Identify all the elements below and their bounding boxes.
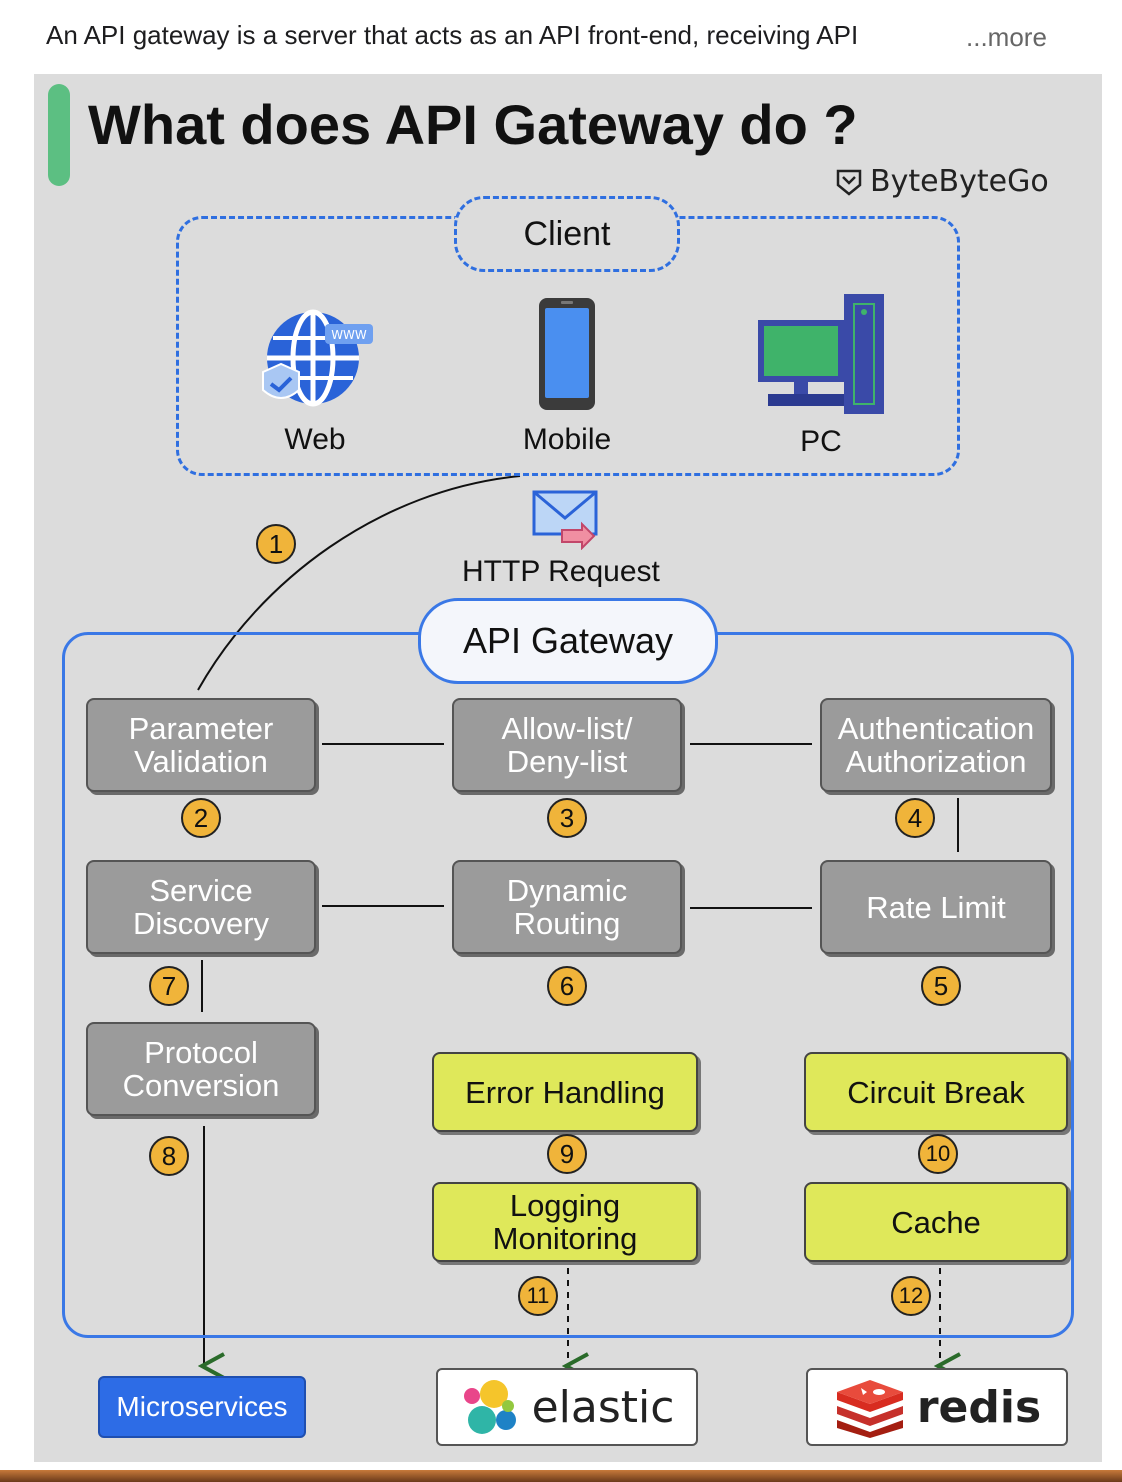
step-parameter-validation: Parameter Validation bbox=[86, 698, 316, 792]
step-rate-limit: Rate Limit bbox=[820, 860, 1052, 954]
elastic-name: elastic bbox=[531, 1381, 675, 1433]
step-error-handling: Error Handling bbox=[432, 1052, 698, 1132]
client-mobile-label: Mobile bbox=[522, 423, 612, 456]
more-link[interactable]: ...more bbox=[966, 22, 1047, 52]
svg-text:WWW: WWW bbox=[331, 328, 367, 342]
step-circuit-break: Circuit Break bbox=[804, 1052, 1068, 1132]
badge-10: 10 bbox=[918, 1134, 958, 1174]
client-label: Client bbox=[454, 196, 680, 272]
badge-1: 1 bbox=[256, 524, 296, 564]
step-allow-deny-list: Allow-list/ Deny-list bbox=[452, 698, 682, 792]
brand-logo: ByteByteGo bbox=[834, 164, 1049, 199]
badge-2: 2 bbox=[181, 798, 221, 838]
globe-icon: WWW bbox=[262, 309, 373, 407]
api-gateway-label: API Gateway bbox=[418, 598, 718, 684]
bytebytego-logo-icon bbox=[836, 169, 862, 196]
client-web: WWW Web bbox=[250, 302, 380, 457]
step-cache: Cache bbox=[804, 1182, 1068, 1262]
post-description: An API gateway is a server that acts as … bbox=[46, 20, 859, 50]
step-dynamic-routing: Dynamic Routing bbox=[452, 860, 682, 954]
redis-logo-icon bbox=[836, 1380, 903, 1438]
badge-11: 11 bbox=[518, 1276, 558, 1316]
badge-4: 4 bbox=[895, 798, 935, 838]
elastic-logo-icon bbox=[463, 1380, 516, 1434]
badge-3: 3 bbox=[547, 798, 587, 838]
bottom-border bbox=[0, 1470, 1122, 1482]
brand-name: ByteByteGo bbox=[870, 164, 1049, 199]
envelope-icon bbox=[532, 490, 598, 550]
title-accent-bar bbox=[48, 84, 70, 186]
step-protocol-conversion: Protocol Conversion bbox=[86, 1022, 316, 1116]
client-mobile: Mobile bbox=[504, 296, 630, 457]
step-logging-monitoring: Logging Monitoring bbox=[432, 1182, 698, 1262]
redis-name: redis bbox=[916, 1381, 1042, 1433]
mobile-icon bbox=[539, 298, 595, 410]
pc-icon bbox=[758, 294, 884, 414]
badge-6: 6 bbox=[547, 966, 587, 1006]
step-service-discovery: Service Discovery bbox=[86, 860, 316, 954]
client-pc: PC bbox=[746, 290, 896, 459]
badge-7: 7 bbox=[149, 966, 189, 1006]
microservices-target: Microservices bbox=[98, 1376, 306, 1438]
elastic-target: elastic bbox=[436, 1368, 698, 1446]
client-pc-label: PC bbox=[800, 425, 842, 458]
step-authentication-authorization: Authentication Authorization bbox=[820, 698, 1052, 792]
badge-5: 5 bbox=[921, 966, 961, 1006]
client-web-label: Web bbox=[284, 423, 346, 456]
redis-target: redis bbox=[806, 1368, 1068, 1446]
badge-8: 8 bbox=[149, 1136, 189, 1176]
badge-12: 12 bbox=[891, 1276, 931, 1316]
diagram-title: What does API Gateway do ? bbox=[88, 93, 858, 156]
badge-9: 9 bbox=[547, 1134, 587, 1174]
http-request-label: HTTP Request bbox=[462, 555, 660, 588]
